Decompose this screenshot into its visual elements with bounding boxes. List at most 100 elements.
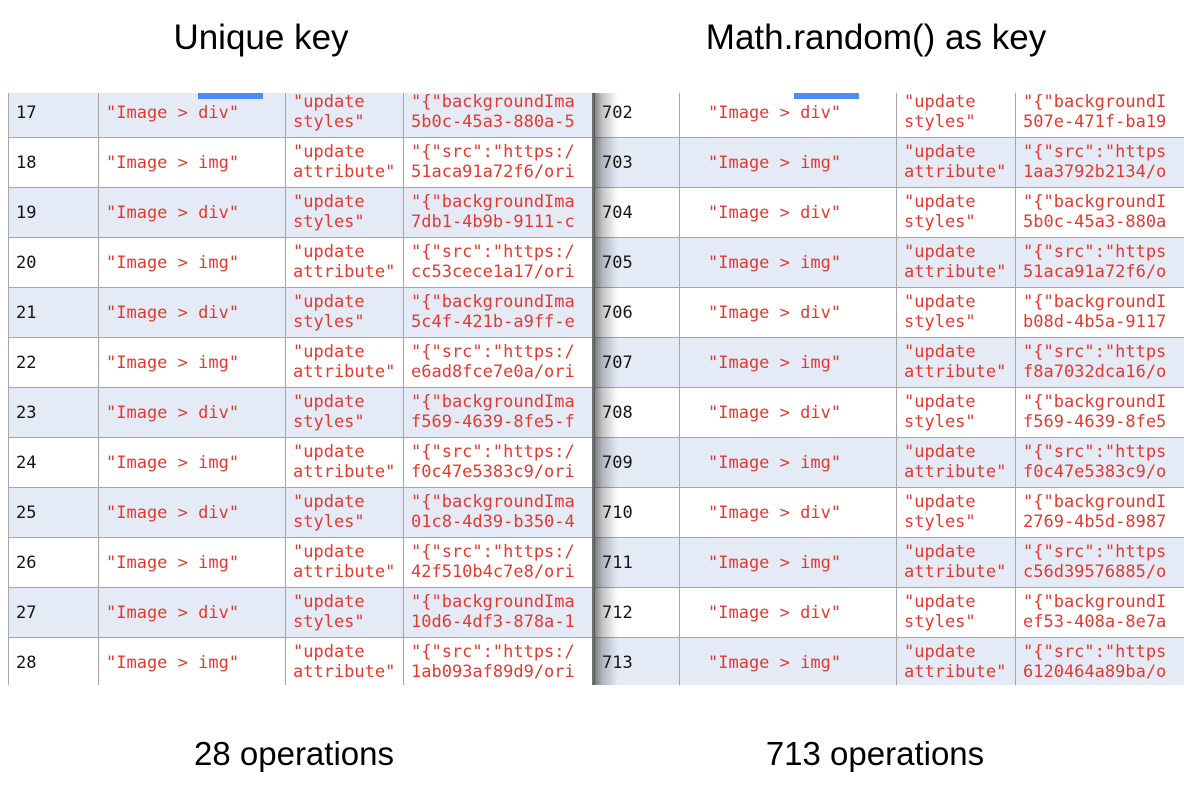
table-row: 21 "Image > div" "update styles" "{"back… bbox=[8, 287, 592, 338]
operation-line2: attribute" bbox=[293, 161, 396, 182]
payload-line2: cc53cece1a17/ori bbox=[411, 261, 575, 282]
table-row: 712 "Image > div" "update styles" "{"bac… bbox=[594, 587, 1184, 638]
operation-line2: styles" bbox=[293, 311, 365, 332]
row-payload: "{"backgroundIma 7db1-4b9b-9111-c bbox=[403, 187, 592, 238]
operations-count-unique-key: 28 operations bbox=[194, 735, 394, 772]
row-index: 27 bbox=[8, 587, 99, 638]
operation-line1: "update bbox=[293, 342, 365, 362]
payload-line1: "{"backgroundIma bbox=[411, 93, 575, 112]
operation-line2: styles" bbox=[904, 311, 976, 332]
row-index: 710 bbox=[594, 487, 680, 538]
operation-line2: attribute" bbox=[293, 261, 396, 282]
row-selector: "Image > div" bbox=[98, 287, 286, 338]
operations-table-math-random[interactable]: 702 "Image > div" "update styles" "{"bac… bbox=[592, 93, 1184, 685]
row-selector: "Image > img" bbox=[679, 137, 897, 188]
row-operation: "update attribute" bbox=[896, 137, 1016, 188]
operation-line1: "update bbox=[904, 242, 976, 262]
row-index: 706 bbox=[594, 287, 680, 338]
row-payload: "{"backgroundI ef53-408a-8e7a bbox=[1015, 587, 1184, 638]
row-payload: "{"src":"https:/ e6ad8fce7e0a/ori bbox=[403, 337, 592, 388]
row-selector: "Image > img" bbox=[98, 537, 286, 588]
row-selector: "Image > img" bbox=[98, 337, 286, 388]
operation-line2: attribute" bbox=[904, 461, 1007, 482]
payload-line1: "{"src":"https:/ bbox=[411, 342, 575, 362]
operation-line1: "update bbox=[904, 93, 976, 112]
panel-title-math-random: Math.random() as key bbox=[705, 18, 1047, 57]
row-selector: "Image > img" bbox=[98, 637, 286, 685]
operation-line1: "update bbox=[293, 292, 365, 312]
row-index: 18 bbox=[8, 137, 99, 188]
row-index: 708 bbox=[594, 387, 680, 438]
payload-line2: f8a7032dca16/o bbox=[1023, 361, 1167, 382]
payload-line1: "{"src":"https bbox=[1023, 442, 1167, 462]
table-row: 708 "Image > div" "update styles" "{"bac… bbox=[594, 387, 1184, 438]
table-row: 23 "Image > div" "update styles" "{"back… bbox=[8, 387, 592, 438]
payload-line1: "{"backgroundIma bbox=[411, 292, 575, 312]
row-selector: "Image > img" bbox=[679, 437, 897, 488]
payload-line1: "{"backgroundI bbox=[1023, 492, 1167, 512]
row-operation: "update styles" bbox=[285, 287, 404, 338]
row-operation: "update styles" bbox=[285, 587, 404, 638]
row-operation: "update attribute" bbox=[285, 237, 404, 288]
row-operation: "update styles" bbox=[896, 187, 1016, 238]
payload-line2: b08d-4b5a-9117 bbox=[1023, 311, 1167, 332]
row-selector: "Image > div" bbox=[98, 587, 286, 638]
row-payload: "{"src":"https f0c47e5383c9/o bbox=[1015, 437, 1184, 488]
row-payload: "{"src":"https c56d39576885/o bbox=[1015, 537, 1184, 588]
operations-count-math-random: 713 operations bbox=[765, 735, 985, 772]
row-index: 25 bbox=[8, 487, 99, 538]
table-row: 706 "Image > div" "update styles" "{"bac… bbox=[594, 287, 1184, 338]
row-index: 709 bbox=[594, 437, 680, 488]
table-row: 17 "Image > div" "update styles" "{"back… bbox=[8, 93, 592, 138]
operations-table-unique-key[interactable]: 17 "Image > div" "update styles" "{"back… bbox=[8, 93, 592, 685]
row-operation: "update styles" bbox=[285, 93, 404, 138]
operation-line1: "update bbox=[904, 542, 976, 562]
row-selector: "Image > img" bbox=[679, 537, 897, 588]
operation-line1: "update bbox=[293, 592, 365, 612]
payload-line1: "{"src":"https:/ bbox=[411, 142, 575, 162]
table-row: 711 "Image > img" "update attribute" "{"… bbox=[594, 537, 1184, 588]
payload-line2: ef53-408a-8e7a bbox=[1023, 611, 1167, 632]
row-selector: "Image > div" bbox=[679, 387, 897, 438]
table-row: 705 "Image > img" "update attribute" "{"… bbox=[594, 237, 1184, 288]
table-row: 20 "Image > img" "update attribute" "{"s… bbox=[8, 237, 592, 288]
row-operation: "update attribute" bbox=[285, 437, 404, 488]
row-selector: "Image > img" bbox=[98, 137, 286, 188]
table-row: 704 "Image > div" "update styles" "{"bac… bbox=[594, 187, 1184, 238]
table-row: 22 "Image > img" "update attribute" "{"s… bbox=[8, 337, 592, 388]
row-index: 713 bbox=[594, 637, 680, 685]
row-index: 707 bbox=[594, 337, 680, 388]
operation-line1: "update bbox=[293, 542, 365, 562]
row-index: 704 bbox=[594, 187, 680, 238]
row-payload: "{"backgroundIma 5c4f-421b-a9ff-e bbox=[403, 287, 592, 338]
payload-line2: 51aca91a72f6/ori bbox=[411, 161, 575, 182]
table-row: 19 "Image > div" "update styles" "{"back… bbox=[8, 187, 592, 238]
payload-line1: "{"backgroundI bbox=[1023, 93, 1167, 112]
operation-line2: styles" bbox=[904, 411, 976, 432]
table-row: 713 "Image > img" "update attribute" "{"… bbox=[594, 637, 1184, 685]
operation-line1: "update bbox=[293, 142, 365, 162]
payload-line2: 10d6-4df3-878a-1 bbox=[411, 611, 575, 632]
payload-line1: "{"src":"https:/ bbox=[411, 642, 575, 662]
operation-line1: "update bbox=[293, 242, 365, 262]
row-payload: "{"backgroundI f569-4639-8fe5 bbox=[1015, 387, 1184, 438]
row-operation: "update attribute" bbox=[896, 437, 1016, 488]
operation-line2: styles" bbox=[293, 111, 365, 132]
row-index: 28 bbox=[8, 637, 99, 685]
operation-line2: styles" bbox=[904, 511, 976, 532]
payload-line1: "{"backgroundIma bbox=[411, 492, 575, 512]
row-operation: "update attribute" bbox=[896, 637, 1016, 685]
operation-line2: styles" bbox=[904, 211, 976, 232]
payload-line2: 5c4f-421b-a9ff-e bbox=[411, 311, 575, 332]
operation-line2: attribute" bbox=[904, 161, 1007, 182]
operation-line2: attribute" bbox=[904, 361, 1007, 382]
operation-line1: "update bbox=[293, 392, 365, 412]
row-operation: "update styles" bbox=[285, 387, 404, 438]
payload-line2: 2769-4b5d-8987 bbox=[1023, 511, 1167, 532]
payload-line2: f569-4639-8fe5-f bbox=[411, 411, 575, 432]
payload-line2: c56d39576885/o bbox=[1023, 561, 1167, 582]
payload-line1: "{"backgroundI bbox=[1023, 292, 1167, 312]
table-row: 18 "Image > img" "update attribute" "{"s… bbox=[8, 137, 592, 188]
row-selector: "Image > div" bbox=[98, 487, 286, 538]
row-payload: "{"backgroundI b08d-4b5a-9117 bbox=[1015, 287, 1184, 338]
